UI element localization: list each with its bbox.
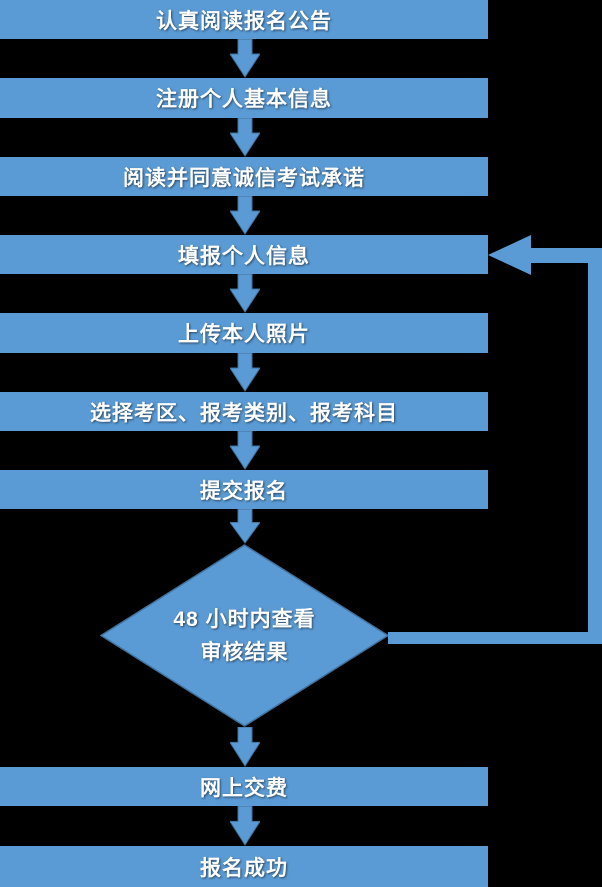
arrow-down-icon — [230, 274, 260, 313]
decision-label-line1: 48 小时内查看 — [173, 607, 316, 631]
step-label: 注册个人基本信息 — [156, 88, 332, 111]
arrow-down-icon — [230, 118, 260, 157]
step-pay-online-box: 网上交费 — [0, 767, 488, 806]
step-upload-photo-box: 上传本人照片 — [0, 313, 488, 353]
arrow-left-icon — [488, 235, 531, 275]
arrow-down-icon — [230, 509, 260, 544]
step-label: 填报个人信息 — [178, 244, 310, 268]
arrow-down-icon — [230, 353, 260, 392]
step-select-exam-options-box: 选择考区、报考类别、报考科目 — [0, 392, 488, 431]
feedback-line-top — [531, 248, 602, 263]
decision-diamond — [100, 544, 389, 727]
step-label: 选择考区、报考类别、报考科目 — [90, 401, 398, 425]
step-register-info-box: 注册个人基本信息 — [0, 78, 488, 118]
step-agree-commitment-box: 阅读并同意诚信考试承诺 — [0, 157, 488, 196]
step-label: 提交报名 — [200, 479, 288, 503]
step-label: 网上交费 — [200, 776, 288, 800]
step-registration-success-box: 报名成功 — [0, 846, 488, 887]
step-label: 阅读并同意诚信考试承诺 — [123, 166, 365, 190]
decision-label-line2: 审核结果 — [200, 640, 289, 664]
step-label: 认真阅读报名公告 — [156, 9, 332, 33]
decision-label: 48 小时内查看 审核结果 — [100, 544, 389, 727]
step-label: 上传本人照片 — [178, 323, 310, 346]
step-label: 报名成功 — [200, 856, 288, 880]
arrow-down-icon — [230, 727, 260, 767]
feedback-line-vertical — [588, 248, 602, 644]
arrow-down-icon — [230, 806, 260, 846]
feedback-line-bottom — [388, 632, 602, 644]
step-submit-registration-box: 提交报名 — [0, 470, 488, 509]
step-fill-personal-info-box: 填报个人信息 — [0, 235, 488, 274]
arrow-down-icon — [230, 431, 260, 470]
step-read-announcement-box: 认真阅读报名公告 — [0, 0, 488, 39]
arrow-down-icon — [230, 39, 260, 78]
arrow-down-icon — [230, 196, 260, 235]
